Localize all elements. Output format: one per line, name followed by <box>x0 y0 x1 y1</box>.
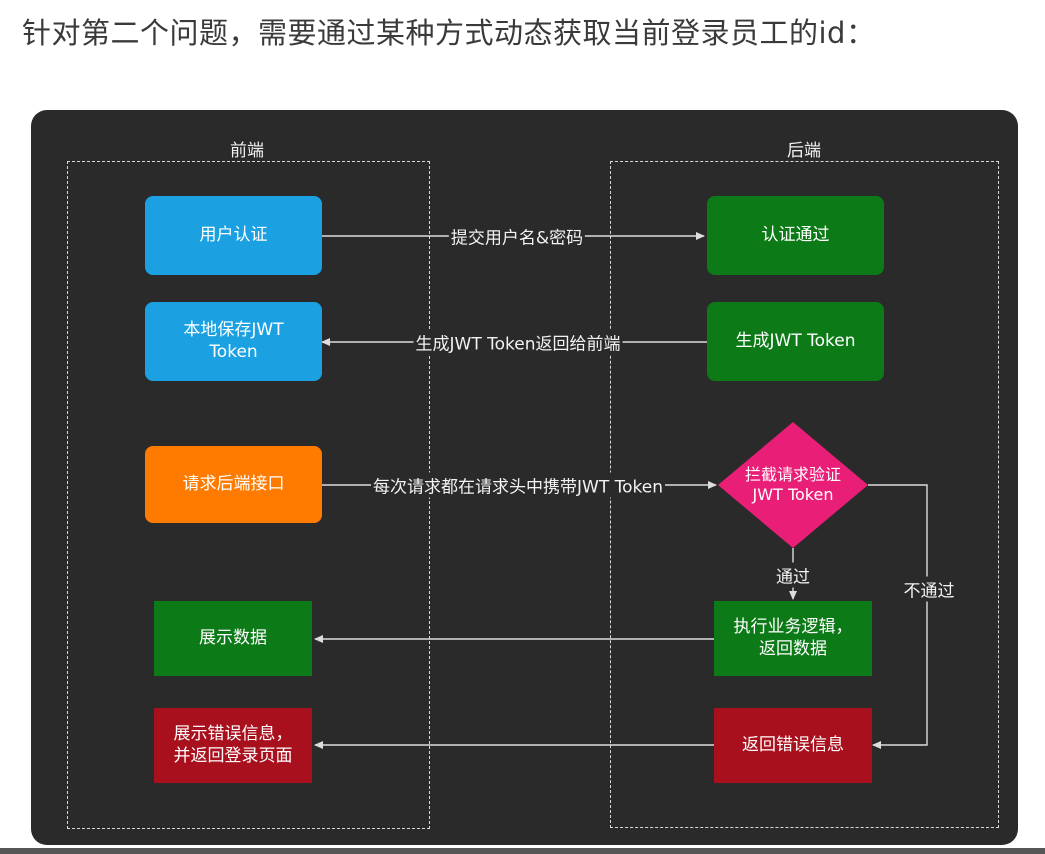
page-heading: 针对第二个问题，需要通过某种方式动态获取当前登录员工的id： <box>22 16 876 50</box>
node-save-jwt: 本地保存JWT Token <box>145 302 322 381</box>
node-request-api: 请求后端接口 <box>145 446 322 523</box>
edge-submit-label: 提交用户名&密码 <box>448 223 586 249</box>
edge-fail-line <box>868 484 928 749</box>
edge-carry-token-label: 每次请求都在请求头中携带JWT Token <box>371 472 665 498</box>
node-auth-pass: 认证通过 <box>707 196 884 275</box>
node-show-error: 展示错误信息， 并返回登录页面 <box>154 708 312 783</box>
frontend-title: 前端 <box>230 141 264 161</box>
intercept-diamond <box>718 422 868 548</box>
edge-fail-label: 不通过 <box>901 576 957 602</box>
edge-return-token-label: 生成JWT Token返回给前端 <box>413 329 623 355</box>
edge-pass-label: 通过 <box>774 562 812 588</box>
node-exec-logic: 执行业务逻辑， 返回数据 <box>714 601 872 676</box>
node-intercept: 拦截请求验证 JWT Token <box>744 465 842 504</box>
bottom-scrollbar <box>0 848 1045 854</box>
backend-title: 后端 <box>787 141 821 161</box>
node-show-data: 展示数据 <box>154 601 312 676</box>
node-user-auth: 用户认证 <box>145 196 322 275</box>
node-gen-jwt: 生成JWT Token <box>707 302 884 381</box>
node-return-error: 返回错误信息 <box>714 708 872 783</box>
